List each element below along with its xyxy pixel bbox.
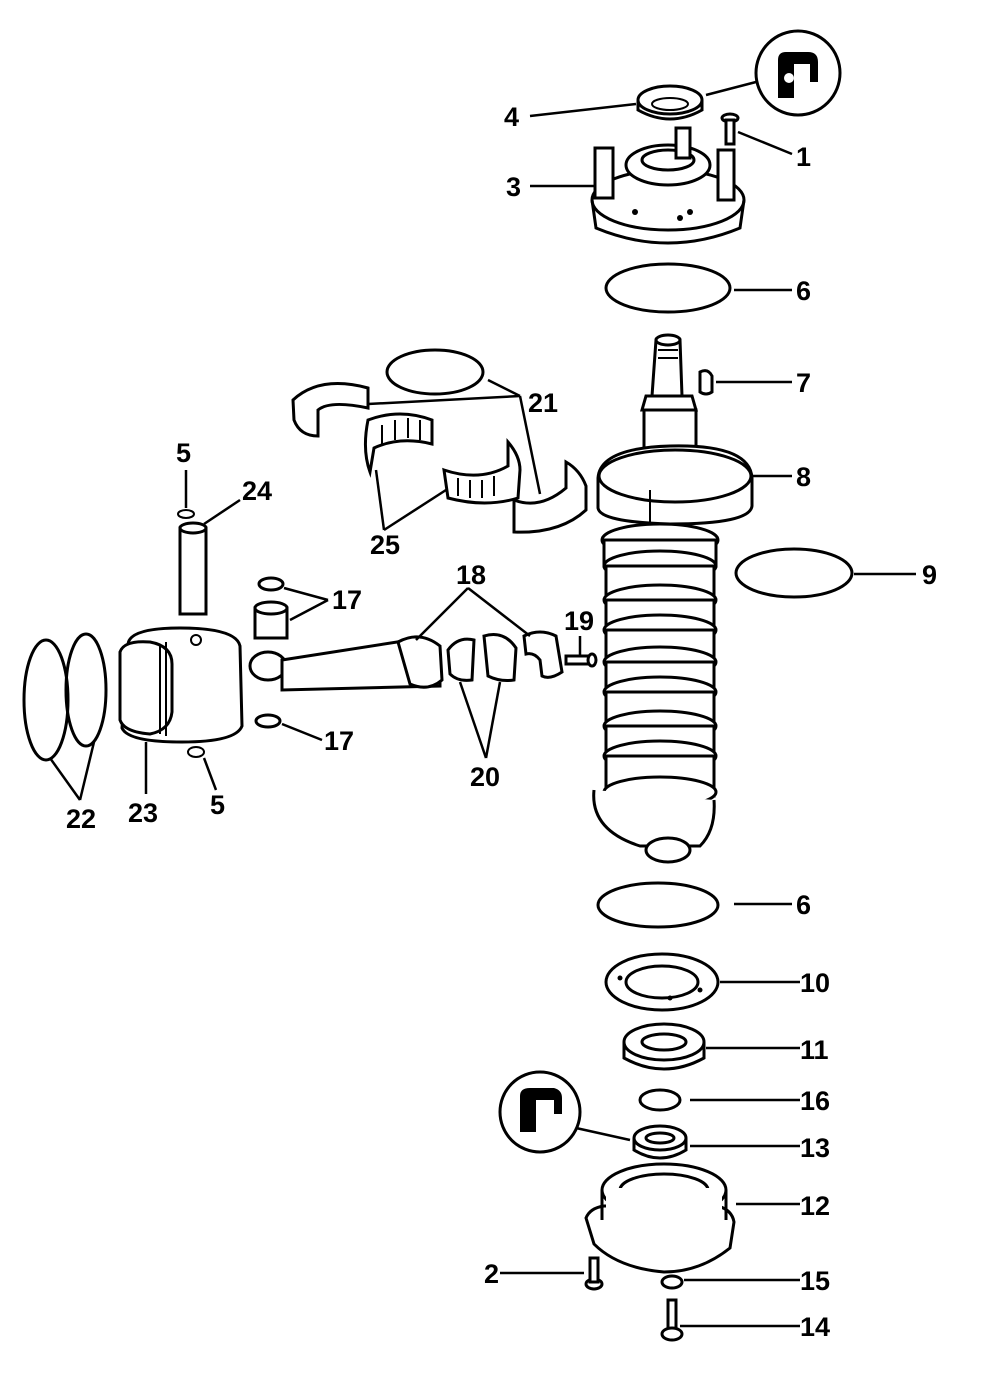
upper-bearing-housing-part-3 bbox=[590, 126, 746, 245]
callout-19: 19 bbox=[564, 606, 594, 636]
callout-9: 9 bbox=[922, 560, 937, 590]
rod-cap-part-18 bbox=[522, 630, 564, 679]
callout-3: 3 bbox=[506, 172, 521, 202]
lower-bearing-housing-part-12 bbox=[584, 1162, 736, 1274]
connecting-rod bbox=[248, 635, 444, 692]
screw-part-2 bbox=[584, 1256, 604, 1291]
callout-25: 25 bbox=[370, 530, 400, 560]
callout-17-lower: 17 bbox=[324, 726, 354, 756]
callout-12: 12 bbox=[800, 1191, 830, 1221]
o-ring-part-6-upper bbox=[604, 262, 732, 314]
seal-detail-inset-bottom bbox=[498, 1070, 631, 1154]
callout-1: 1 bbox=[796, 142, 811, 172]
washer-part-15 bbox=[660, 1274, 684, 1290]
o-ring-part-6-lower bbox=[596, 881, 720, 929]
seal-ring-part-9 bbox=[734, 547, 854, 599]
woodruff-key-part-7 bbox=[698, 369, 714, 396]
crankshaft-part-8 bbox=[592, 333, 754, 864]
callout-6-upper: 6 bbox=[796, 276, 811, 306]
callout-14: 14 bbox=[800, 1312, 830, 1342]
needle-cage-part-25 bbox=[363, 412, 522, 505]
ball-bearing-part-11 bbox=[622, 1022, 706, 1071]
callout-11: 11 bbox=[800, 1035, 829, 1065]
callout-23: 23 bbox=[128, 798, 158, 828]
retaining-ring-part-5-upper bbox=[177, 509, 195, 519]
callout-15: 15 bbox=[800, 1266, 830, 1296]
oil-seal-part-4 bbox=[636, 84, 704, 121]
callout-8: 8 bbox=[796, 462, 811, 492]
callout-6-lower: 6 bbox=[796, 890, 811, 920]
bearing-race-part-21 bbox=[291, 348, 588, 534]
retaining-ring-part-16 bbox=[638, 1088, 682, 1112]
callout-24: 24 bbox=[242, 476, 272, 506]
leader-lines bbox=[48, 102, 916, 1328]
callout-5-lower: 5 bbox=[210, 790, 225, 820]
callout-5-upper: 5 bbox=[176, 438, 191, 468]
oil-seal-part-13 bbox=[632, 1124, 688, 1160]
needle-cage-part-20 bbox=[446, 633, 518, 682]
retaining-ring-part-5-lower bbox=[187, 746, 205, 758]
callout-10: 10 bbox=[800, 968, 830, 998]
plate-part-10 bbox=[604, 952, 720, 1012]
screw-part-14 bbox=[660, 1298, 684, 1342]
callout-2: 2 bbox=[484, 1259, 499, 1289]
seal-detail-inset-top bbox=[705, 29, 842, 117]
callout-7: 7 bbox=[796, 368, 811, 398]
callout-21: 21 bbox=[528, 388, 558, 418]
callout-4: 4 bbox=[504, 102, 519, 132]
screw-part-1 bbox=[720, 112, 740, 146]
wrist-pin-part-24 bbox=[178, 521, 208, 616]
thrust-washer-part-17 bbox=[253, 576, 289, 729]
callout-labels: 1 2 3 4 5 5 6 6 7 8 9 10 11 12 13 14 15 … bbox=[66, 102, 937, 1342]
callout-20: 20 bbox=[470, 762, 500, 792]
rod-screw-part-19 bbox=[564, 652, 598, 668]
callout-22: 22 bbox=[66, 804, 96, 834]
callout-18: 18 bbox=[456, 560, 486, 590]
callout-16: 16 bbox=[800, 1086, 830, 1116]
callout-13: 13 bbox=[800, 1133, 830, 1163]
callout-17-upper: 17 bbox=[332, 585, 362, 615]
piston-rings-part-22 bbox=[22, 632, 108, 762]
piston-part-23 bbox=[118, 626, 244, 744]
crank-throws bbox=[592, 522, 720, 864]
